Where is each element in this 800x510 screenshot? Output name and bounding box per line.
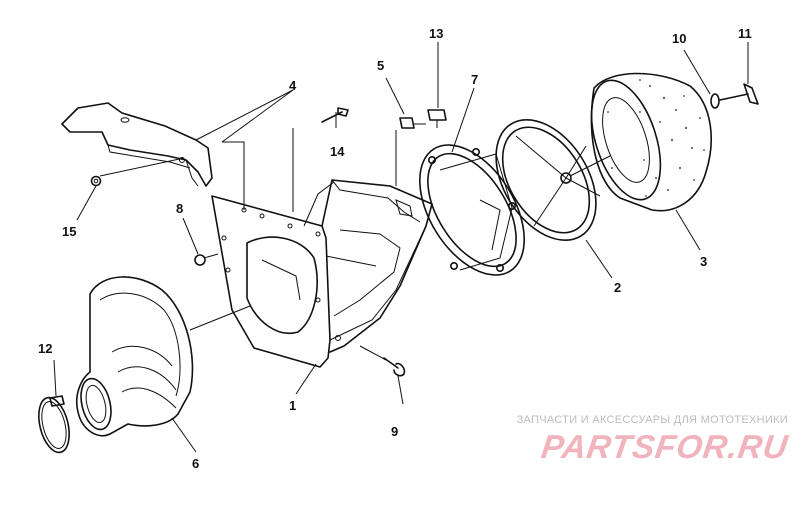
callout-12: 12 [38, 341, 52, 356]
part-13-bolt [427, 109, 447, 128]
callout-9: 9 [391, 424, 398, 439]
part-6-intake-boot [75, 276, 194, 437]
callout-6: 6 [192, 456, 199, 471]
callout-5: 5 [377, 58, 384, 73]
callout-1: 1 [289, 398, 296, 413]
callout-3: 3 [700, 254, 707, 269]
part-11-wing-bolt [719, 83, 759, 105]
watermark-caption: ЗАПЧАСТИ И АКСЕССУАРЫ ДЛЯ МОТОТЕХНИКИ [516, 414, 788, 426]
callout-2: 2 [614, 280, 621, 295]
callout-10: 10 [672, 31, 686, 46]
leader-lines [53, 42, 749, 453]
callout-14: 14 [330, 144, 345, 159]
part-8-bolt [194, 253, 219, 266]
part-12-clamp [38, 395, 70, 454]
part-10-washer [710, 93, 720, 109]
callout-11: 11 [738, 26, 752, 41]
part-14-bolt [321, 107, 349, 123]
part-4-bracket [61, 102, 213, 187]
callout-labels: 1 2 3 4 5 6 7 8 9 10 11 12 13 14 15 [38, 26, 752, 471]
callout-15: 15 [62, 224, 76, 239]
part-9-bolt [359, 345, 406, 377]
callout-7: 7 [471, 72, 478, 87]
part-3-foam-filter [590, 72, 712, 212]
part-5-screw [399, 117, 426, 129]
callout-8: 8 [176, 201, 183, 216]
callout-13: 13 [429, 26, 443, 41]
part-15-nut [90, 175, 102, 187]
watermark-logo: PARTSFOR.RU [539, 428, 791, 465]
part-1-airbox-housing [211, 179, 433, 368]
part-7-filter-cage [419, 144, 525, 276]
callout-4: 4 [289, 78, 297, 93]
part-2-filter-frame [495, 118, 611, 242]
